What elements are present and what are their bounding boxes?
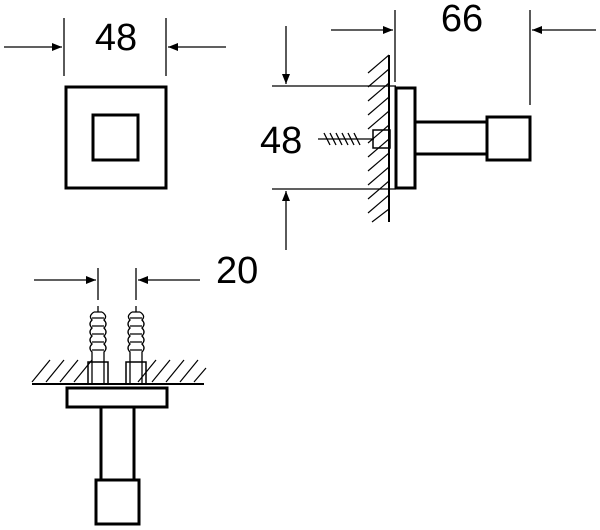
wall-hatching [367, 54, 390, 223]
screw-right [125, 306, 147, 385]
dimension-width-top: 48 [95, 17, 137, 59]
dimension-height-side: 48 [260, 120, 302, 162]
hook-arm [413, 120, 491, 156]
hook-end-cap-bottom [94, 478, 141, 526]
screw-side [318, 129, 391, 149]
rosette-plate-side [394, 86, 417, 190]
dimension-screw-spacing: 20 [216, 250, 258, 292]
screw-left [87, 306, 109, 385]
rosette-plate-bottom [65, 386, 169, 409]
hook-arm-bottom [99, 405, 136, 484]
side-view: 66 48 [260, 0, 596, 250]
dimension-projection: 66 [441, 0, 483, 40]
front-view: 48 [4, 17, 226, 190]
hook-head-square [91, 113, 140, 162]
hook-end-cap [485, 115, 532, 162]
bottom-view: 20 [31, 250, 258, 526]
wall-hatching-bottom [31, 359, 207, 383]
